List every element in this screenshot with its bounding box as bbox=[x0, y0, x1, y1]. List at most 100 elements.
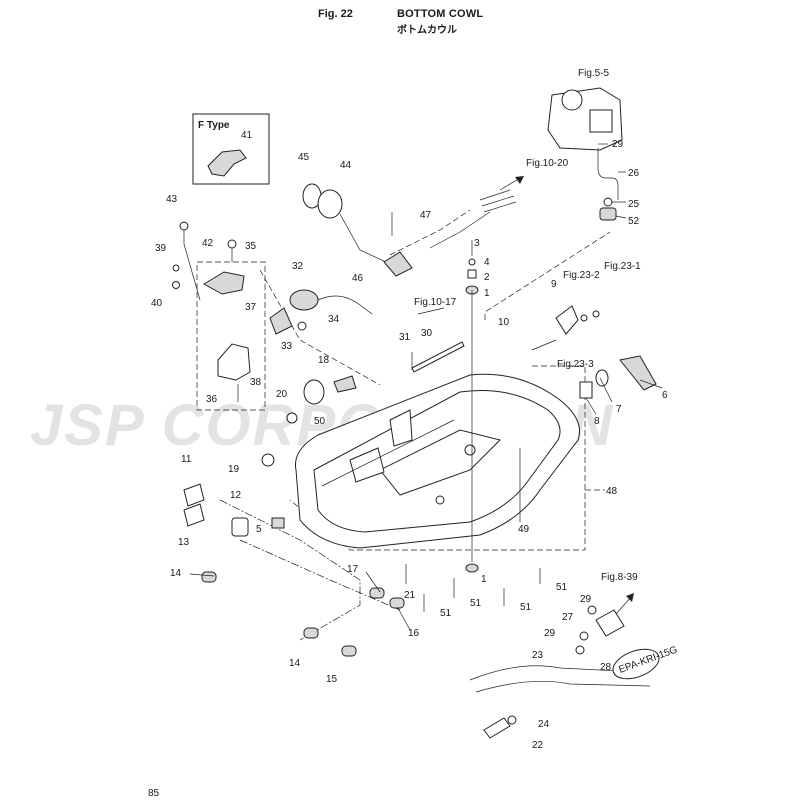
part-label-34: 34 bbox=[328, 314, 340, 325]
part-label-41: 41 bbox=[241, 130, 253, 141]
group-boundary-35 bbox=[196, 261, 266, 411]
part-label-22: 22 bbox=[532, 740, 544, 751]
clip-29b bbox=[579, 631, 589, 641]
grommet-12 bbox=[231, 517, 249, 537]
part-label-36: 36 bbox=[206, 394, 218, 405]
clip-11 bbox=[183, 483, 205, 507]
page-number: 85 bbox=[148, 788, 160, 799]
rod-30 bbox=[411, 341, 465, 373]
leader-8 bbox=[585, 397, 597, 415]
collar-2 bbox=[467, 269, 477, 279]
part-label-52: 52 bbox=[628, 216, 640, 227]
leader-6 bbox=[639, 379, 663, 389]
part-label-33: 33 bbox=[281, 341, 293, 352]
clip-29a bbox=[587, 605, 597, 615]
part-label-50: 50 bbox=[314, 416, 326, 427]
cowl-hole bbox=[464, 444, 476, 456]
clip-33 bbox=[269, 307, 293, 335]
part-label-14b: 14 bbox=[289, 658, 301, 669]
part-label-23: 23 bbox=[532, 650, 544, 661]
ref-fig-8-39: Fig.8-39 bbox=[601, 572, 638, 583]
engine-carb bbox=[589, 109, 613, 133]
part-label-30: 30 bbox=[421, 328, 433, 339]
leader-43 bbox=[183, 243, 201, 301]
part-label-26: 26 bbox=[628, 168, 640, 179]
part-label-6: 6 bbox=[662, 390, 668, 401]
part-label-38: 38 bbox=[250, 377, 262, 388]
connector-27 bbox=[595, 609, 625, 637]
ref-fig-10-20: Fig.10-20 bbox=[526, 158, 569, 169]
part-label-35: 35 bbox=[245, 241, 257, 252]
leader-17 bbox=[365, 571, 381, 593]
part-label-1a: 1 bbox=[484, 288, 490, 299]
part-label-15: 15 bbox=[326, 674, 338, 685]
ref-line-47 bbox=[389, 209, 471, 256]
ref-fig-23-3: Fig.23-3 bbox=[557, 359, 594, 370]
bolt-43 bbox=[179, 221, 189, 231]
leader-14a bbox=[189, 573, 215, 577]
washer-4 bbox=[468, 258, 476, 266]
arrow-head-fig8-39 bbox=[626, 593, 634, 602]
part-label-20: 20 bbox=[276, 389, 288, 400]
ref-line-52 bbox=[484, 231, 611, 320]
part-label-48: 48 bbox=[606, 486, 618, 497]
lever-6 bbox=[619, 355, 657, 391]
part-label-51a: 51 bbox=[440, 608, 452, 619]
grommet-44 bbox=[317, 189, 343, 219]
arrow-head-fig10-20 bbox=[515, 176, 524, 184]
centerline-16 bbox=[239, 539, 401, 611]
ref-fig-23-1: Fig.23-1 bbox=[604, 261, 641, 272]
clip-13 bbox=[183, 503, 205, 527]
washer-fig23-2 bbox=[580, 314, 588, 322]
leader-16 bbox=[397, 607, 411, 631]
part-label-24: 24 bbox=[538, 719, 550, 730]
part-label-44: 44 bbox=[340, 160, 352, 171]
part-label-13: 13 bbox=[178, 537, 190, 548]
cowl-mount bbox=[349, 447, 385, 483]
arrow-fig10-17 bbox=[417, 307, 445, 315]
grommet-19 bbox=[261, 453, 275, 467]
part-label-11: 11 bbox=[181, 454, 192, 465]
part-label-8: 8 bbox=[594, 416, 600, 427]
part-label-46: 46 bbox=[352, 273, 364, 284]
part-label-2: 2 bbox=[484, 272, 490, 283]
connector-22 bbox=[483, 717, 511, 739]
leader-52 bbox=[615, 215, 627, 219]
cowl-bracket bbox=[389, 409, 413, 447]
figure-number: Fig. 22 bbox=[318, 8, 353, 20]
cap-34 bbox=[297, 321, 307, 331]
cap-15 bbox=[341, 645, 357, 657]
part-label-16: 16 bbox=[408, 628, 420, 639]
grommet-20 bbox=[286, 412, 298, 424]
cap-14a bbox=[201, 571, 217, 583]
seal-49-line bbox=[321, 419, 455, 487]
part-label-14a: 14 bbox=[170, 568, 182, 579]
part-label-29c: 29 bbox=[544, 628, 556, 639]
oring-24 bbox=[507, 715, 517, 725]
bolt-39 bbox=[172, 264, 180, 272]
bracket-37 bbox=[203, 271, 245, 295]
oring-23 bbox=[575, 645, 585, 655]
f-type-inset-box bbox=[192, 113, 270, 185]
ref-fig-10-17: Fig.10-17 bbox=[414, 297, 457, 308]
seal-7 bbox=[595, 369, 609, 387]
part-label-4: 4 bbox=[484, 257, 490, 268]
bracket-46 bbox=[383, 251, 413, 277]
part-label-5: 5 bbox=[256, 524, 262, 535]
part-label-10: 10 bbox=[498, 317, 510, 328]
fitting-25 bbox=[603, 197, 613, 207]
grommet-1b bbox=[465, 563, 479, 573]
part-label-51b: 51 bbox=[470, 598, 482, 609]
page-title: BOTTOM COWL bbox=[397, 8, 484, 20]
hose-26 bbox=[597, 148, 619, 200]
cap-16 bbox=[389, 597, 405, 609]
leader-7 bbox=[599, 377, 613, 403]
arrow-fig10-20 bbox=[499, 177, 521, 191]
grommet-52 bbox=[599, 207, 617, 221]
lower-cowl-edge-2 bbox=[475, 681, 651, 693]
cap-17 bbox=[369, 587, 385, 599]
part-label-29b: 29 bbox=[580, 594, 592, 605]
bushing-8 bbox=[579, 381, 593, 399]
seal-50 bbox=[303, 379, 325, 405]
